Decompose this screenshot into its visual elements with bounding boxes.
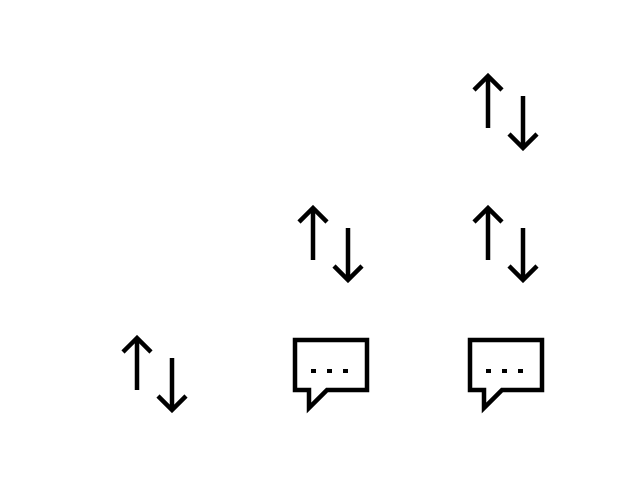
sort-arrows-icon [472, 204, 542, 284]
sort-arrows-icon [297, 204, 367, 284]
sort-arrows-icon [121, 334, 191, 414]
chat-bubble-ellipsis-icon [291, 336, 371, 414]
sort-arrows-icon [472, 72, 542, 152]
chat-bubble-ellipsis-icon [466, 336, 546, 414]
